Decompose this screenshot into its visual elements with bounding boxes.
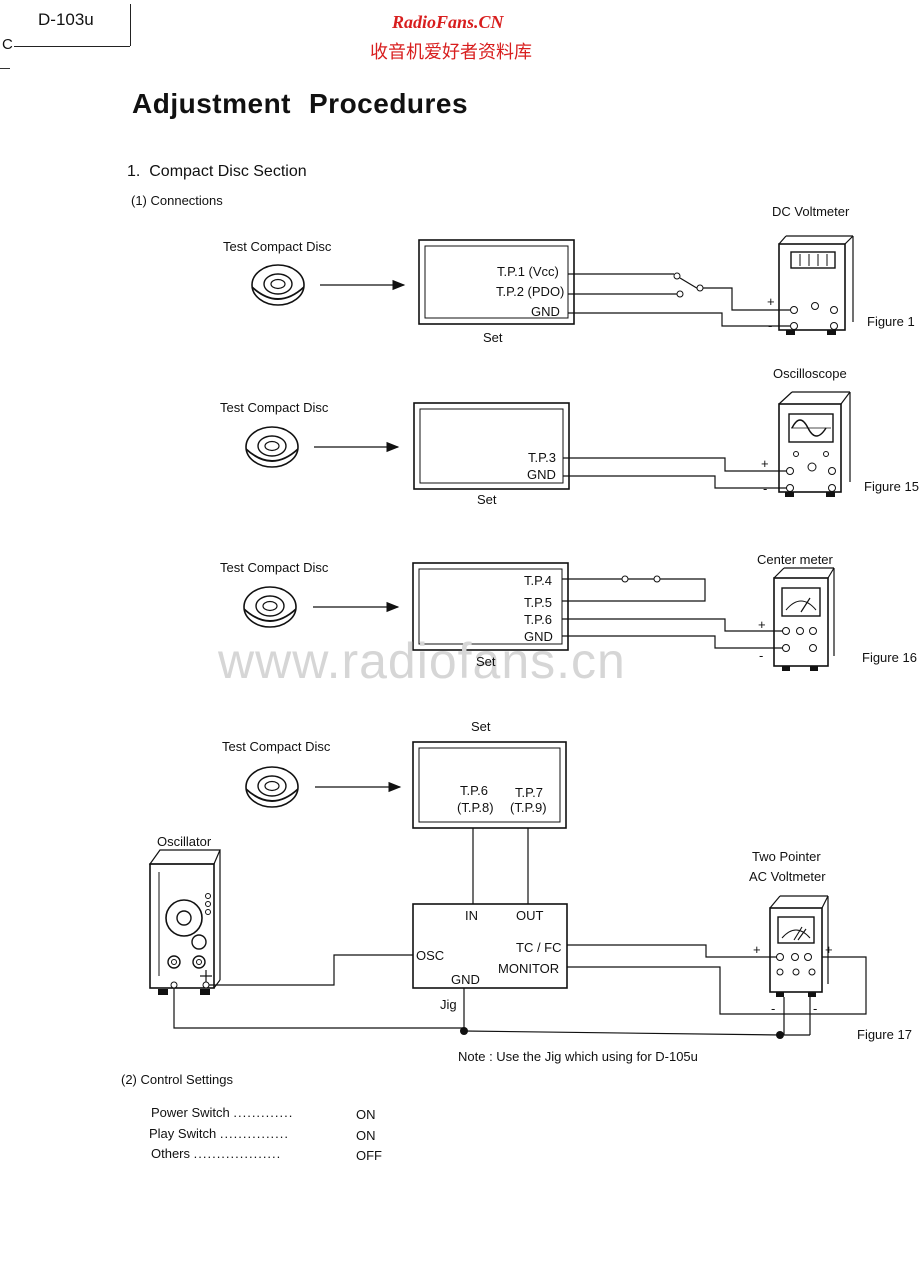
setting-leader: ................... xyxy=(193,1146,282,1161)
fig1-tp1-label: T.P.1 (Vcc) xyxy=(497,264,559,279)
center-meter-label: Center meter xyxy=(757,552,833,567)
jig-tcfc-label: TC / FC xyxy=(516,940,562,955)
figure-1-caption: Figure 1 xyxy=(867,314,915,329)
jig-in-label: IN xyxy=(465,908,478,923)
fig17-source-label: Test Compact Disc xyxy=(222,739,331,754)
ac-voltmeter-label: AC Voltmeter xyxy=(749,869,826,884)
section-number: 1. xyxy=(127,163,141,180)
jig-out-label: OUT xyxy=(516,908,544,923)
settings-row-play: Play Switch ............... xyxy=(149,1126,289,1141)
fig15-plus-sign: + xyxy=(761,456,769,471)
page-title: Adjustment Procedures xyxy=(132,88,468,120)
fig17-tp7-label: T.P.7 xyxy=(515,785,543,800)
test-disc-icon xyxy=(251,264,305,306)
header-mark: C xyxy=(2,36,13,53)
section-name: Compact Disc Section xyxy=(149,163,307,180)
figure-17-caption: Figure 17 xyxy=(857,1027,912,1042)
connections-heading: (1) Connections xyxy=(131,193,223,208)
fig1-set-label: Set xyxy=(483,330,503,345)
site-name: RadioFans.CN xyxy=(392,12,504,32)
fig15-source-label: Test Compact Disc xyxy=(220,400,329,415)
oscilloscope-label: Oscilloscope xyxy=(773,366,847,381)
fig17-minus-right: - xyxy=(813,1001,818,1016)
fig17-tp8-label: (T.P.8) xyxy=(457,800,494,815)
figure-17-diagram xyxy=(148,741,867,1039)
jig-gnd-label: GND xyxy=(451,972,480,987)
setting-name: Others xyxy=(151,1146,191,1161)
jig-note: Note : Use the Jig which using for D-105… xyxy=(458,1049,698,1064)
fig15-tp3-label: T.P.3 xyxy=(528,450,556,465)
setting-name: Play Switch xyxy=(149,1126,217,1141)
jig-osc-label: OSC xyxy=(416,948,445,963)
figure-15-diagram xyxy=(245,391,851,497)
setting-value-power: ON xyxy=(356,1107,376,1122)
setting-leader: ............... xyxy=(219,1126,290,1141)
fig15-gnd-label: GND xyxy=(527,467,556,482)
fig17-plus-right: + xyxy=(825,942,833,957)
fig17-plus-left: + xyxy=(753,942,761,957)
fig17-tp9-label: (T.P.9) xyxy=(510,800,547,815)
model-number: D-103u xyxy=(38,10,94,29)
fig15-set-label: Set xyxy=(477,492,497,507)
fig17-minus-left: - xyxy=(771,1001,776,1016)
jig-monitor-label: MONITOR xyxy=(498,961,560,976)
fig1-gnd-label: GND xyxy=(531,304,560,319)
setting-value-others: OFF xyxy=(356,1148,382,1163)
jig-label: Jig xyxy=(440,997,457,1012)
watermark: www.radiofans.cn xyxy=(218,633,626,689)
fig16-tp4-label: T.P.4 xyxy=(524,573,552,588)
figure-1-diagram xyxy=(251,235,854,335)
settings-row-others: Others ................... xyxy=(151,1146,281,1161)
oscillator-label: Oscillator xyxy=(157,834,212,849)
fig1-source-label: Test Compact Disc xyxy=(223,239,332,254)
test-disc-icon xyxy=(243,586,297,628)
setting-name: Power Switch xyxy=(151,1105,230,1120)
setting-value-play: ON xyxy=(356,1128,376,1143)
figure-15-caption: Figure 15 xyxy=(864,479,919,494)
header-divider-vertical xyxy=(130,4,131,46)
section-heading: 1. Compact Disc Section xyxy=(127,163,307,181)
margin-tick xyxy=(0,68,10,69)
setting-leader: ............. xyxy=(233,1105,294,1120)
title-word-2: Procedures xyxy=(309,88,469,119)
fig16-source-label: Test Compact Disc xyxy=(220,560,329,575)
two-pointer-label: Two Pointer xyxy=(752,849,821,864)
fig17-set-label: Set xyxy=(471,719,491,734)
figure-16-diagram xyxy=(243,562,835,671)
figure-16-caption: Figure 16 xyxy=(862,650,917,665)
fig17-tp6-label: T.P.6 xyxy=(460,783,488,798)
fig16-set-label: Set xyxy=(476,654,496,669)
fig16-minus-sign: - xyxy=(759,648,764,663)
fig16-tp5-label: T.P.5 xyxy=(524,595,552,610)
header-divider-horizontal xyxy=(14,46,130,47)
fig1-minus-sign: - xyxy=(768,318,773,333)
fig16-tp6-label: T.P.6 xyxy=(524,612,552,627)
test-disc-icon xyxy=(245,426,299,468)
fig16-gnd-label: GND xyxy=(524,629,553,644)
dc-voltmeter-label: DC Voltmeter xyxy=(772,204,850,219)
control-settings-heading: (2) Control Settings xyxy=(121,1072,233,1087)
site-tagline: 收音机爱好者资料库 xyxy=(370,42,532,62)
fig1-plus-sign: + xyxy=(767,294,775,309)
fig16-plus-sign: + xyxy=(758,617,766,632)
settings-row-power: Power Switch ............. xyxy=(151,1105,293,1120)
title-word-1: Adjustment xyxy=(132,88,291,119)
fig15-minus-sign: - xyxy=(763,481,768,496)
fig1-tp2-label: T.P.2 (PDO) xyxy=(496,284,565,299)
test-disc-icon xyxy=(245,766,299,808)
